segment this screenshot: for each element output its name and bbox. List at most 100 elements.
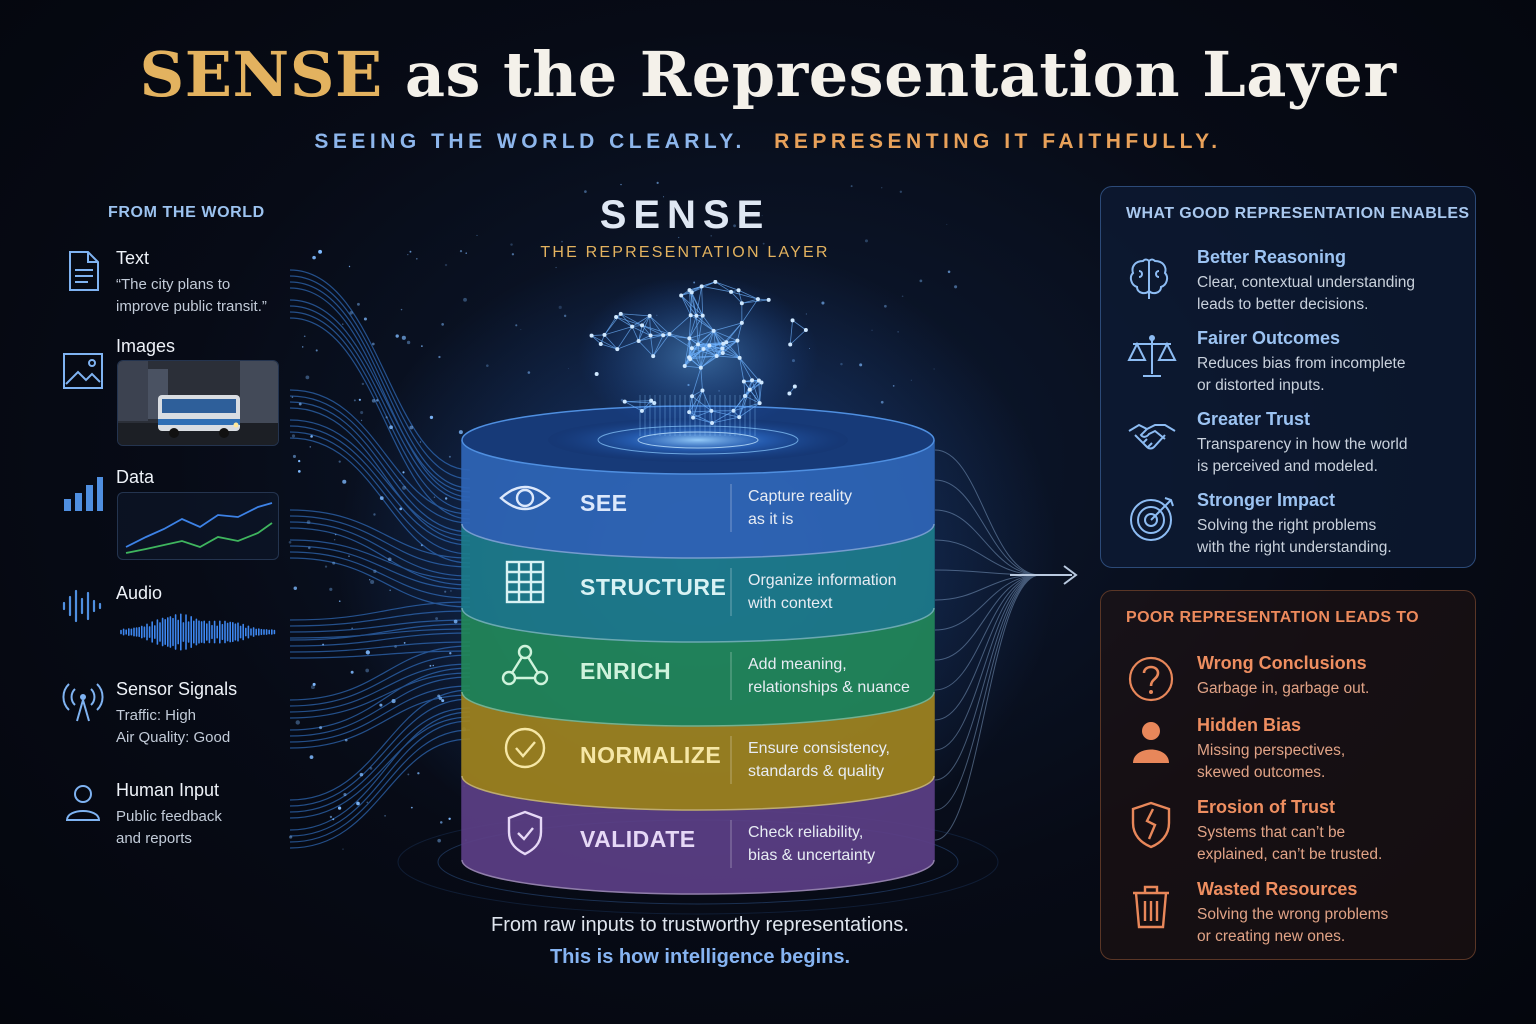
- source-name: Audio: [116, 583, 163, 603]
- subtitle-part1: SEEING THE WORLD CLEARLY.: [314, 130, 746, 153]
- poor-item-wrong-conclusions: Wrong Conclusions Garbage in, garbage ou…: [1125, 653, 1465, 729]
- item-desc: Missing perspectives, skewed outcomes.: [1197, 740, 1345, 784]
- good-item-fairer-outcomes: Fairer Outcomes Reduces bias from incomp…: [1125, 328, 1465, 404]
- eye-icon: [499, 485, 551, 511]
- person-icon: [65, 785, 101, 821]
- antenna-icon: [62, 683, 104, 722]
- poor-item-erosion-of-trust: Erosion of Trust Systems that can’t be e…: [1125, 797, 1465, 873]
- good-item-stronger-impact: Stronger Impact Solving the right proble…: [1125, 490, 1465, 566]
- broken-shield-icon: [1131, 801, 1171, 849]
- handshake-icon: [1128, 423, 1176, 450]
- trash-icon: [1133, 885, 1169, 929]
- item-desc: Solving the wrong problems or creating n…: [1197, 904, 1388, 948]
- item-name: Stronger Impact: [1197, 490, 1336, 510]
- brain-icon: [1129, 258, 1169, 299]
- grid-icon: [505, 560, 545, 604]
- network-icon: [501, 644, 549, 686]
- page-title: SENSE as the Representation Layer: [0, 38, 1536, 111]
- item-desc-line: explained, can’t be trusted.: [1197, 846, 1383, 863]
- brain-network-icon: [578, 280, 818, 436]
- item-name: Erosion of Trust: [1197, 797, 1336, 817]
- footer-line2: This is how intelligence begins.: [549, 946, 851, 968]
- source-detail: “The city plans to improve public transi…: [116, 274, 267, 318]
- layer-label: ENRICH: [580, 658, 672, 684]
- item-name: Wrong Conclusions: [1197, 653, 1367, 673]
- poor-panel-heading: POOR REPRESENTATION LEADS TO: [1126, 609, 1420, 626]
- source-detail-line: Air Quality: Good: [116, 729, 231, 746]
- item-desc: Transparency in how the world is perceiv…: [1197, 434, 1408, 478]
- item-desc-line: skewed outcomes.: [1197, 764, 1326, 781]
- poor-representation-panel: POOR REPRESENTATION LEADS TO Wrong Concl…: [1100, 590, 1476, 960]
- title-accent: SENSE: [139, 38, 383, 111]
- item-desc-line: with the right understanding.: [1197, 539, 1392, 556]
- sense-layer-stack: [461, 280, 935, 895]
- poor-item-wasted-resources: Wasted Resources Solving the wrong probl…: [1125, 879, 1465, 955]
- item-desc-line: is perceived and modeled.: [1197, 458, 1378, 475]
- document-icon: [69, 251, 99, 291]
- item-desc: Reduces bias from incomplete or distorte…: [1197, 353, 1406, 397]
- item-desc-line: Garbage in, garbage out.: [1197, 680, 1370, 697]
- layer-label: NORMALIZE: [580, 742, 722, 768]
- source-detail: Public feedback and reports: [116, 806, 222, 850]
- item-desc-line: or creating new ones.: [1197, 928, 1346, 945]
- item-desc-line: Systems that can’t be: [1197, 824, 1346, 841]
- person-silhouette-icon: [1133, 722, 1169, 763]
- item-name: Greater Trust: [1197, 409, 1311, 429]
- item-desc: Clear, contextual understanding leads to…: [1197, 272, 1415, 316]
- source-name: Sensor Signals: [116, 679, 238, 699]
- image-icon: [63, 353, 103, 389]
- target-icon: [1130, 497, 1174, 541]
- question-circle-icon: [1128, 656, 1174, 702]
- title-rest: as the Representation Layer: [404, 38, 1397, 111]
- source-name: Text: [116, 248, 150, 268]
- scales-icon: [1127, 335, 1177, 377]
- city-bus-illustration: [118, 361, 278, 445]
- good-item-better-reasoning: Better Reasoning Clear, contextual under…: [1125, 247, 1465, 323]
- line-chart-sparkline: [125, 502, 273, 554]
- source-detail-line: Public feedback: [116, 808, 222, 825]
- layer-label: VALIDATE: [580, 826, 696, 852]
- source-name: Data: [116, 467, 155, 487]
- item-desc-line: Solving the wrong problems: [1197, 906, 1389, 923]
- audio-wave-icon: [62, 589, 102, 623]
- source-detail-line: “The city plans to: [116, 276, 231, 293]
- item-desc-line: Missing perspectives,: [1197, 742, 1346, 759]
- item-name: Fairer Outcomes: [1197, 328, 1341, 348]
- shield-check-icon: [507, 810, 543, 856]
- footer-line1: From raw inputs to trustworthy represent…: [491, 914, 909, 936]
- layer-desc: Ensure consistency,standards & quality: [748, 740, 890, 780]
- source-name: Images: [116, 336, 176, 356]
- check-circle-icon: [504, 727, 546, 769]
- subtitle-part2: REPRESENTING IT FAITHFULLY.: [774, 130, 1222, 153]
- item-desc: Solving the right problems with the righ…: [1197, 515, 1392, 559]
- item-name: Better Reasoning: [1197, 247, 1347, 267]
- layer-label: STRUCTURE: [580, 574, 727, 600]
- item-desc-line: Transparency in how the world: [1197, 436, 1408, 453]
- good-item-greater-trust: Greater Trust Transparency in how the wo…: [1125, 409, 1465, 485]
- data-mini-chart: [117, 492, 279, 560]
- layer-desc: Check reliability,bias & uncertainty: [748, 824, 876, 864]
- sense-title: SENSE: [599, 193, 771, 237]
- bus-photo: [117, 360, 279, 446]
- page-subtitle: SEEING THE WORLD CLEARLY. REPRESENTING I…: [0, 130, 1536, 154]
- source-name: Human Input: [116, 780, 220, 800]
- good-panel-heading: WHAT GOOD REPRESENTATION ENABLES: [1126, 205, 1470, 222]
- source-detail-line: and reports: [116, 830, 192, 847]
- good-representation-panel: WHAT GOOD REPRESENTATION ENABLES Better …: [1100, 186, 1476, 568]
- item-desc-line: Solving the right problems: [1197, 517, 1377, 534]
- source-detail-line: improve public transit.”: [116, 298, 267, 315]
- item-desc: Systems that can’t be explained, can’t b…: [1197, 822, 1382, 866]
- poor-item-hidden-bias: Hidden Bias Missing perspectives, skewed…: [1125, 715, 1465, 791]
- stack-top-glow: [548, 418, 848, 462]
- layer-label: SEE: [580, 490, 628, 516]
- source-detail: Traffic: High Air Quality: Good: [116, 705, 230, 749]
- sources-heading: FROM THE WORLD: [108, 204, 265, 221]
- item-desc-line: or distorted inputs.: [1197, 377, 1325, 394]
- sense-subtitle: THE REPRESENTATION LAYER: [540, 244, 830, 261]
- bar-chart-icon: [64, 477, 103, 511]
- item-desc-line: Reduces bias from incomplete: [1197, 355, 1406, 372]
- source-detail-line: Traffic: High: [116, 707, 197, 724]
- item-desc-line: Clear, contextual understanding: [1197, 274, 1416, 291]
